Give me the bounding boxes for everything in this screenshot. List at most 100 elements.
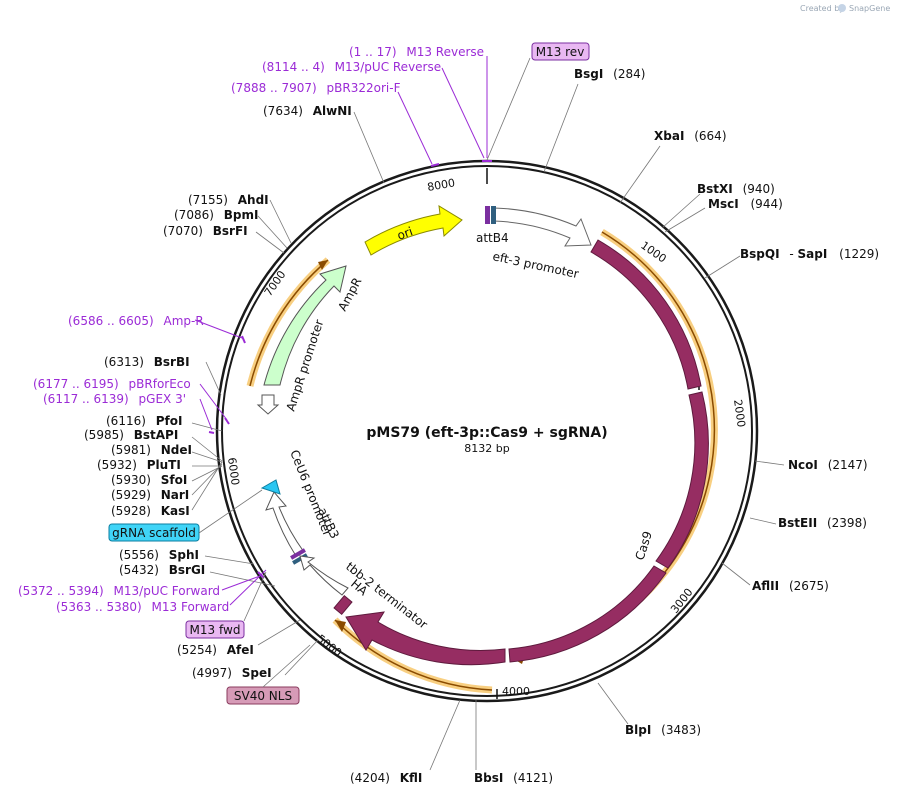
primer-name: Amp-R bbox=[164, 314, 204, 328]
site-name: BspQI bbox=[740, 247, 780, 261]
site-pos: (5254) bbox=[177, 643, 217, 657]
ceu6-promoter-arrow[interactable] bbox=[265, 491, 305, 557]
site-name: NdeI bbox=[161, 443, 192, 457]
site-pos: (6116) bbox=[106, 414, 146, 428]
site-name: MscI bbox=[708, 197, 739, 211]
svg-text:(5556) SphI: (5556) SphI bbox=[119, 548, 199, 562]
ha-feature[interactable] bbox=[333, 594, 353, 616]
site-name: AhdI bbox=[238, 193, 269, 207]
svg-text:(5372 .. 5394) M13/pUC Forward: (5372 .. 5394) M13/pUC Forward bbox=[18, 584, 220, 598]
attB4-bar-1[interactable] bbox=[485, 206, 490, 224]
attB3-bar-1[interactable] bbox=[290, 548, 306, 560]
primer-range: (6117 .. 6139) bbox=[43, 392, 129, 406]
primer-range: (6177 .. 6195) bbox=[33, 377, 119, 391]
credit-text: Created by bbox=[800, 4, 844, 13]
site-pos: (5985) bbox=[84, 428, 124, 442]
tbb2-region-arrow[interactable] bbox=[345, 611, 506, 666]
primer-name: M13 Forward bbox=[152, 600, 230, 614]
site-name: BlpI bbox=[625, 723, 651, 737]
site-pos: (7070) bbox=[163, 224, 203, 238]
primer-name: pGEX 3' bbox=[139, 392, 186, 406]
m13rev-box[interactable]: M13 rev bbox=[531, 42, 590, 61]
site-name: BsgI bbox=[574, 67, 603, 81]
site-pos: (664) bbox=[694, 129, 726, 143]
svg-text:(5929) NarI: (5929) NarI bbox=[111, 488, 189, 502]
grna-box-text: gRNA scaffold bbox=[112, 526, 196, 540]
svg-text:(4204) KflI: (4204) KflI bbox=[350, 771, 422, 785]
sv40-box[interactable]: SV40 NLS bbox=[226, 686, 300, 705]
grna-box[interactable]: gRNA scaffold bbox=[108, 523, 200, 542]
svg-text:(5932) PluTI: (5932) PluTI bbox=[97, 458, 181, 472]
grna-leader bbox=[198, 489, 263, 534]
site-labels: BsgI (284) XbaI (664) BstXI (940) MscI (… bbox=[84, 67, 879, 785]
cas9-segment-1[interactable] bbox=[590, 239, 702, 390]
m13fwd-box-text: M13 fwd bbox=[190, 623, 241, 637]
site-name: AflII bbox=[752, 579, 779, 593]
svg-text:BspQI - SapI (1229): BspQI - SapI (1229) bbox=[740, 247, 879, 261]
svg-text:(5981) NdeI: (5981) NdeI bbox=[111, 443, 192, 457]
svg-text:(5432) BsrGI: (5432) BsrGI bbox=[119, 563, 205, 577]
m13fwd-leader bbox=[243, 571, 267, 622]
m13rev-box-text: M13 rev bbox=[536, 45, 585, 59]
attB4-label: attB4 bbox=[476, 231, 509, 245]
svg-text:(7070) BsrFI: (7070) BsrFI bbox=[163, 224, 248, 238]
site-pos: (5981) bbox=[111, 443, 151, 457]
tick-2000: 2000 bbox=[731, 399, 748, 429]
site-pos: (5930) bbox=[111, 473, 151, 487]
ampr-orf-arrowhead bbox=[318, 260, 328, 270]
svg-text:XbaI (664): XbaI (664) bbox=[654, 129, 727, 143]
primer-range: (6586 .. 6605) bbox=[68, 314, 154, 328]
cas9-segment-2[interactable] bbox=[655, 391, 709, 569]
grna-scaffold-arrow[interactable] bbox=[260, 479, 281, 495]
plasmid-name: pMS79 (eft-3p::Cas9 + sgRNA) bbox=[366, 425, 607, 441]
svg-text:BbsI (4121): BbsI (4121) bbox=[474, 771, 553, 785]
ori-arrow[interactable] bbox=[364, 205, 463, 256]
ampr-arrow[interactable] bbox=[263, 265, 347, 386]
site-pos: (1229) bbox=[839, 247, 879, 261]
tick-4000: 4000 bbox=[502, 685, 530, 698]
site-name: PluTI bbox=[147, 458, 181, 472]
svg-text:BlpI (3483): BlpI (3483) bbox=[625, 723, 701, 737]
site-pos: (284) bbox=[613, 67, 645, 81]
site-name: SpeI bbox=[242, 666, 272, 680]
svg-text:(8114 .. 4) M13/pUC Reverse: (8114 .. 4) M13/pUC Reverse bbox=[262, 60, 441, 74]
site-name: BbsI bbox=[474, 771, 503, 785]
svg-text:(1 .. 17) M13 Reverse: (1 .. 17) M13 Reverse bbox=[349, 45, 484, 59]
svg-text:(5930) SfoI: (5930) SfoI bbox=[111, 473, 187, 487]
site-pos: (5432) bbox=[119, 563, 159, 577]
svg-text:(7155) AhdI: (7155) AhdI bbox=[188, 193, 269, 207]
site-pos: (2398) bbox=[827, 516, 867, 530]
tbb2-terminator-arrow[interactable] bbox=[299, 555, 349, 596]
cas9-label: Cas9 bbox=[633, 529, 655, 562]
svg-text:MscI (944): MscI (944) bbox=[708, 197, 783, 211]
svg-text:(6117 .. 6139) pGEX 3': (6117 .. 6139) pGEX 3' bbox=[43, 392, 186, 406]
snapgene-credit: Created by SnapGene bbox=[800, 4, 890, 13]
svg-text:BstXI (940): BstXI (940) bbox=[697, 182, 775, 196]
site-pos: (940) bbox=[743, 182, 775, 196]
svg-text:AflII (2675): AflII (2675) bbox=[752, 579, 829, 593]
primer-leader-lines bbox=[194, 56, 488, 606]
primer-name: pBRforEco bbox=[129, 377, 191, 391]
site-pos: (2675) bbox=[789, 579, 829, 593]
svg-text:(6177 .. 6195) pBRforEco: (6177 .. 6195) pBRforEco bbox=[33, 377, 191, 391]
primer-name: M13/pUC Reverse bbox=[335, 60, 442, 74]
site-pos: (4121) bbox=[513, 771, 553, 785]
grna-box-bg bbox=[108, 523, 200, 542]
site-pos: (5928) bbox=[111, 504, 151, 518]
attB4-bar-2[interactable] bbox=[491, 206, 496, 224]
svg-text:(5928) KasI: (5928) KasI bbox=[111, 504, 190, 518]
svg-text:(5985) BstAPI: (5985) BstAPI bbox=[84, 428, 178, 442]
site-pos: (7634) bbox=[263, 104, 303, 118]
ampr-promoter-arrow[interactable] bbox=[256, 394, 280, 415]
site-name: SfoI bbox=[161, 473, 188, 487]
svg-text:(6116) PfoI: (6116) PfoI bbox=[106, 414, 182, 428]
site-name: BsrFI bbox=[213, 224, 248, 238]
m13fwd-box-bg bbox=[185, 620, 245, 639]
site-name-2: SapI bbox=[798, 247, 828, 261]
site-name: BstAPI bbox=[134, 428, 179, 442]
site-pos: (7086) bbox=[174, 208, 214, 222]
site-name: BstEII bbox=[778, 516, 817, 530]
eft3-promoter-arrow[interactable] bbox=[493, 207, 592, 247]
cas9-segment-3[interactable] bbox=[508, 565, 667, 663]
m13fwd-box[interactable]: M13 fwd bbox=[185, 620, 245, 639]
